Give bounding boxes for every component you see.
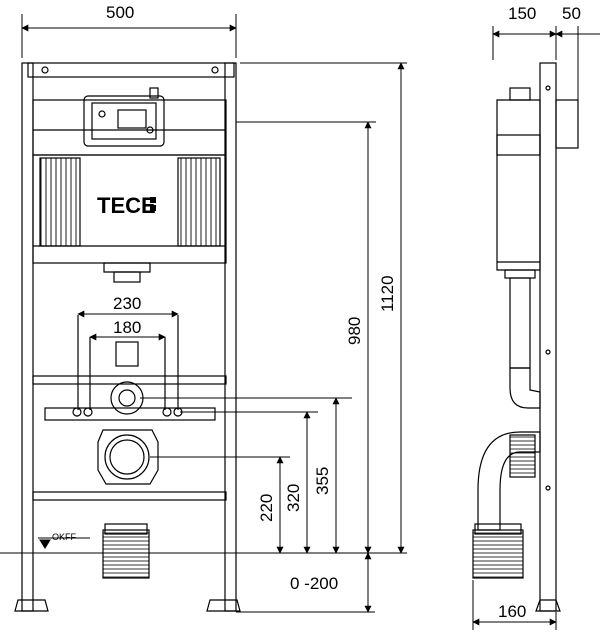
side-rail — [539, 62, 557, 612]
dim-500: 500 — [106, 3, 134, 22]
dimension-lines — [0, 14, 407, 613]
waste-elbow — [102, 529, 150, 579]
flush-bend — [110, 381, 144, 415]
top-crossbar — [27, 62, 235, 78]
dim-160: 160 — [498, 602, 526, 621]
dim-floor-range: 0 -200 — [290, 574, 338, 593]
left-foot — [14, 599, 49, 612]
flush-valve — [83, 95, 165, 147]
side-dimension-labels: 150 50 160 — [498, 4, 581, 621]
dim-320: 320 — [284, 484, 303, 512]
right-rail — [224, 62, 237, 612]
side-cistern — [496, 99, 541, 271]
side-dimension-lines — [472, 26, 600, 630]
dim-355: 355 — [313, 467, 332, 495]
side-flush-pipe — [509, 277, 531, 369]
svg-text:TECE: TECE — [97, 193, 156, 218]
dim-50: 50 — [562, 4, 581, 23]
tece-logo: TECE — [97, 193, 156, 218]
mid-crossbar — [32, 375, 227, 385]
side-view — [472, 62, 579, 612]
waste-connector — [97, 429, 159, 485]
dim-980: 980 — [345, 317, 364, 345]
lower-crossbar — [44, 407, 216, 421]
left-rail — [21, 62, 34, 612]
dim-1120: 1120 — [378, 275, 397, 312]
dim-150: 150 — [508, 4, 536, 23]
dim-220: 220 — [257, 494, 276, 522]
floor-level-label: OKFF — [52, 532, 77, 542]
right-foot — [206, 599, 241, 612]
dim-230: 230 — [113, 294, 141, 313]
dimension-labels: 500 230 180 1120 980 355 320 220 0 -200 … — [52, 3, 397, 593]
dim-180: 180 — [113, 318, 141, 337]
